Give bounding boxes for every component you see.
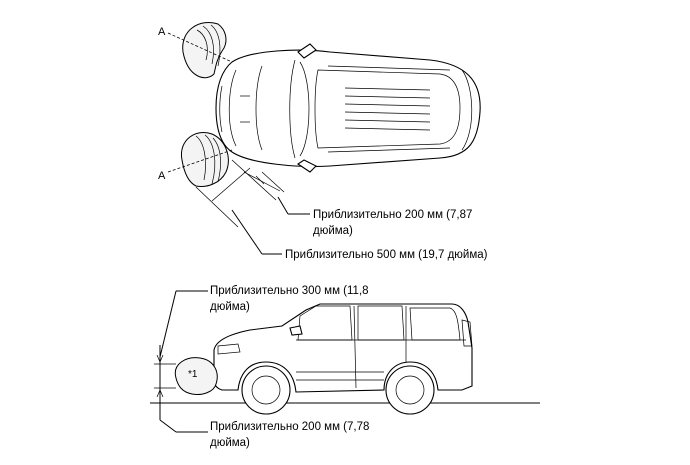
object-marker-1: *1: [188, 369, 198, 380]
label-approx-500mm: Приблизительно 500 мм (19,7 дюйма): [285, 249, 488, 261]
label-approx-300mm-line2: дюйма): [210, 301, 250, 313]
label-approx-300mm-line1: Приблизительно 300 мм (11,8: [210, 285, 369, 297]
top-view-dimensions: [195, 159, 310, 255]
top-view-vehicle: [215, 43, 481, 173]
side-detection-object: [174, 357, 218, 395]
side-view-vehicle: [150, 303, 540, 415]
side-view-dimensions: [154, 290, 208, 433]
label-approx-200mm-line2: дюйма): [313, 225, 353, 237]
label-bottom-approx-200mm-line2: дюйма): [210, 437, 250, 449]
marker-a-upper: A: [158, 26, 166, 38]
marker-a-lower: A: [158, 170, 166, 182]
lower-detection-object: [167, 132, 233, 187]
label-approx-200mm-line1: Приблизительно 200 мм (7,87: [313, 209, 473, 221]
upper-detection-object: [167, 22, 233, 79]
label-bottom-approx-200mm-line1: Приблизительно 200 мм (7,78: [210, 421, 370, 433]
